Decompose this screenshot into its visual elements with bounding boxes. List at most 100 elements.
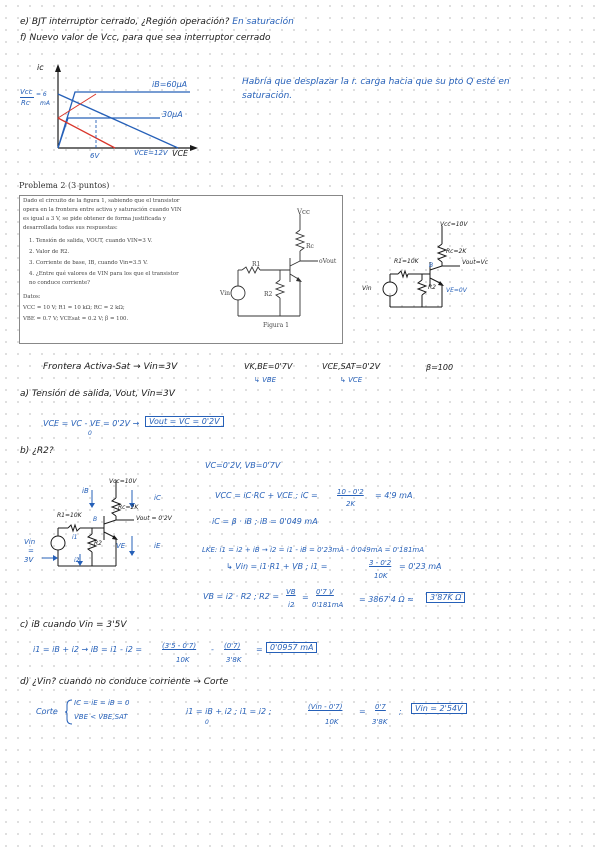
graph-x-axis-label: VCE bbox=[172, 149, 189, 158]
circuit-1-sketch bbox=[382, 226, 460, 308]
c2-b: B bbox=[93, 516, 98, 523]
problem-line: 3. Corriente de base, IB, cuando Vin=3.5… bbox=[29, 260, 148, 266]
part-b-r2-den1: i2 bbox=[288, 601, 295, 609]
part-b-ic-result: = 4'9 mA bbox=[375, 491, 413, 500]
part-b-vin-eq: ↳ Vin = i1·R1 + VB ; i1 = bbox=[226, 562, 328, 571]
part-d-eq1: i1 = iB + i2 ; i1 = i2 ; bbox=[186, 707, 272, 716]
problem-line: no conduce corriente? bbox=[29, 280, 91, 286]
c2-ie: iE bbox=[154, 542, 161, 550]
problem-line: Dado el circuito de la figura 1, sabiend… bbox=[23, 198, 180, 204]
line-e-text: e) BJT interruptor cerrado, ¿Región oper… bbox=[20, 17, 230, 27]
c2-r2: R2 bbox=[94, 540, 102, 547]
part-c-d2: 3'8K bbox=[226, 656, 242, 664]
part-c-eq2: = bbox=[256, 645, 263, 654]
graph-y-tick-bottom: Rc bbox=[21, 99, 30, 107]
load-line-graph bbox=[55, 64, 198, 151]
part-a-result: Vout = VC = 0'2V bbox=[145, 416, 224, 427]
problem-line: desarrollada todas sus respuestas: bbox=[23, 225, 118, 231]
part-b-r2-num1: VB bbox=[286, 588, 296, 596]
figure-caption: Figura 1 bbox=[263, 322, 289, 329]
problem-line: VBE = 0.7 V; VCEsat = 0.2 V; β = 100. bbox=[23, 316, 129, 322]
problem-title: Problema 2 (3 puntos) bbox=[19, 181, 110, 190]
part-c-result: 0'0957 mA bbox=[266, 642, 318, 653]
graph-curve-label-top: iB=60μA bbox=[152, 80, 188, 89]
part-c-d1: 10K bbox=[176, 656, 190, 664]
frontier-beta: β=100 bbox=[426, 363, 454, 372]
graph-fraction-bar bbox=[20, 97, 34, 98]
c2-vcc: Vcc=10V bbox=[109, 478, 137, 485]
problem-line: VCC = 10 V; R1 = 10 kΩ; RC = 2 kΩ; bbox=[23, 305, 125, 311]
part-b-i1-result: = 0'23 mA bbox=[399, 562, 442, 571]
c1-vin: Vin bbox=[362, 285, 372, 292]
c1-vout: Vout=Vc bbox=[462, 259, 489, 266]
problem-line: 4. ¿Entre qué valores de VIN para los qu… bbox=[29, 271, 179, 277]
part-b-r2-result: 3'87K Ω bbox=[426, 592, 466, 603]
frontier-vcesat: VCE,SAT=0'2V bbox=[322, 362, 381, 371]
c2-vin-val: 3V bbox=[24, 556, 34, 564]
part-a-ve-zero: 0 bbox=[88, 430, 92, 437]
c2-i1: i1 bbox=[72, 534, 78, 541]
graph-x-tick-vce: VCE=12V bbox=[134, 149, 168, 157]
c1-rc: Rc=2K bbox=[446, 248, 467, 255]
part-d-c1: IC = iE = iB = 0 bbox=[74, 699, 130, 707]
part-b-i1-num: 3 - 0'2 bbox=[369, 559, 392, 567]
part-d-c2: VBE < VBE,SAT bbox=[74, 713, 128, 721]
part-c-n1: (3'5 - 0'7) bbox=[162, 642, 197, 650]
figure-r1-label: R1 bbox=[252, 261, 261, 268]
part-d-eq-mid: = bbox=[359, 707, 366, 716]
part-b-i1-den: 10K bbox=[374, 572, 388, 580]
part-b-title: b) ¿R2? bbox=[20, 446, 54, 456]
figure-r2-label: R2 bbox=[264, 291, 273, 298]
problem-line: 1. Tensión de salida, VOUT, cuando VIN=3… bbox=[29, 238, 153, 244]
c1-ve: VE=0V bbox=[446, 287, 467, 294]
part-c-n2: (0'7) bbox=[224, 642, 241, 650]
c2-vin: Vin bbox=[24, 538, 36, 546]
graph-x-tick-6v: 6V bbox=[90, 152, 100, 160]
part-d-corte: Corte bbox=[36, 707, 58, 716]
line-f-answer-1: Habría que desplazar la r. carga hacia q… bbox=[242, 77, 510, 87]
part-c-title: c) iB cuando Vin = 3'5V bbox=[20, 620, 127, 630]
c2-vout: Vout = 0'2V bbox=[136, 515, 172, 522]
part-a-title: a) Tensión de salida, Vout, Vin=3V bbox=[20, 389, 175, 399]
part-b-r2-val: = 3867'4 Ω ≈ bbox=[359, 595, 414, 604]
frontier-vcesat-note: ↳ VCE bbox=[340, 376, 363, 384]
part-b-ic-den: 2K bbox=[346, 500, 356, 508]
part-d-semi: ; bbox=[399, 707, 402, 716]
figure-rc-label: Rc bbox=[306, 243, 314, 250]
c1-vcc: Vcc=10V bbox=[440, 221, 468, 228]
part-b-kvl: VCC = iC·RC + VCE ; iC = bbox=[215, 491, 318, 500]
part-b-vb-eq: VB = i2 · R2 ; R2 = bbox=[203, 592, 280, 601]
part-d-n2: 0'7 bbox=[375, 703, 386, 711]
part-a-equation: VCE = VC - VE = 0'2V → bbox=[43, 419, 140, 428]
line-f-answer-2: saturación. bbox=[242, 91, 293, 101]
part-d-d2: 3'8K bbox=[372, 718, 388, 726]
graph-curve-label-mid: 30μA bbox=[162, 110, 183, 119]
graph-y-axis-label: ic bbox=[37, 63, 44, 72]
part-b-r2-den2: 0'181mA bbox=[312, 601, 344, 609]
part-b-r2-eq: = bbox=[302, 593, 309, 602]
graph-y-tick-value: = 6 bbox=[36, 91, 47, 98]
line-e-answer: En saturación bbox=[232, 17, 294, 27]
graph-y-tick-top: Vcc bbox=[20, 88, 33, 96]
figure-1-schematic bbox=[230, 214, 318, 317]
part-c-eq: i1 = iB + i2 → iB = i1 - i2 = bbox=[33, 645, 143, 654]
c2-vin-eq: = bbox=[28, 547, 34, 555]
c2-r1: R1=10K bbox=[57, 512, 82, 519]
c2-i2: i2 bbox=[74, 557, 80, 564]
c2-ib: iB bbox=[82, 487, 89, 495]
circuit-2-sketch bbox=[42, 480, 135, 567]
line-f: f) Nuevo valor de Vcc, para que sea inte… bbox=[20, 33, 271, 43]
problem-statement bbox=[19, 195, 343, 344]
problem-line: 2. Valor de R2. bbox=[29, 249, 70, 255]
frontier-title: Frontera Activa-Sat → Vin=3V bbox=[43, 362, 178, 372]
part-b-lke: LKE: i1 = i2 + iB → i2 = i1 - iB = 0'23m… bbox=[202, 546, 425, 554]
part-b-ib: iC = β · iB ; iB = 0'049 mA bbox=[212, 517, 318, 526]
part-b-vc-vb: VC=0'2V, VB=0'7V bbox=[205, 461, 281, 470]
part-d-eq1-zero: 0 bbox=[205, 719, 209, 726]
part-d-brace bbox=[64, 699, 73, 725]
figure-vin-label: Vin bbox=[220, 290, 231, 297]
line-e: e) BJT interruptor cerrado, ¿Región oper… bbox=[20, 17, 294, 27]
c2-ve: VE bbox=[116, 542, 126, 550]
c1-b: B bbox=[429, 262, 434, 269]
